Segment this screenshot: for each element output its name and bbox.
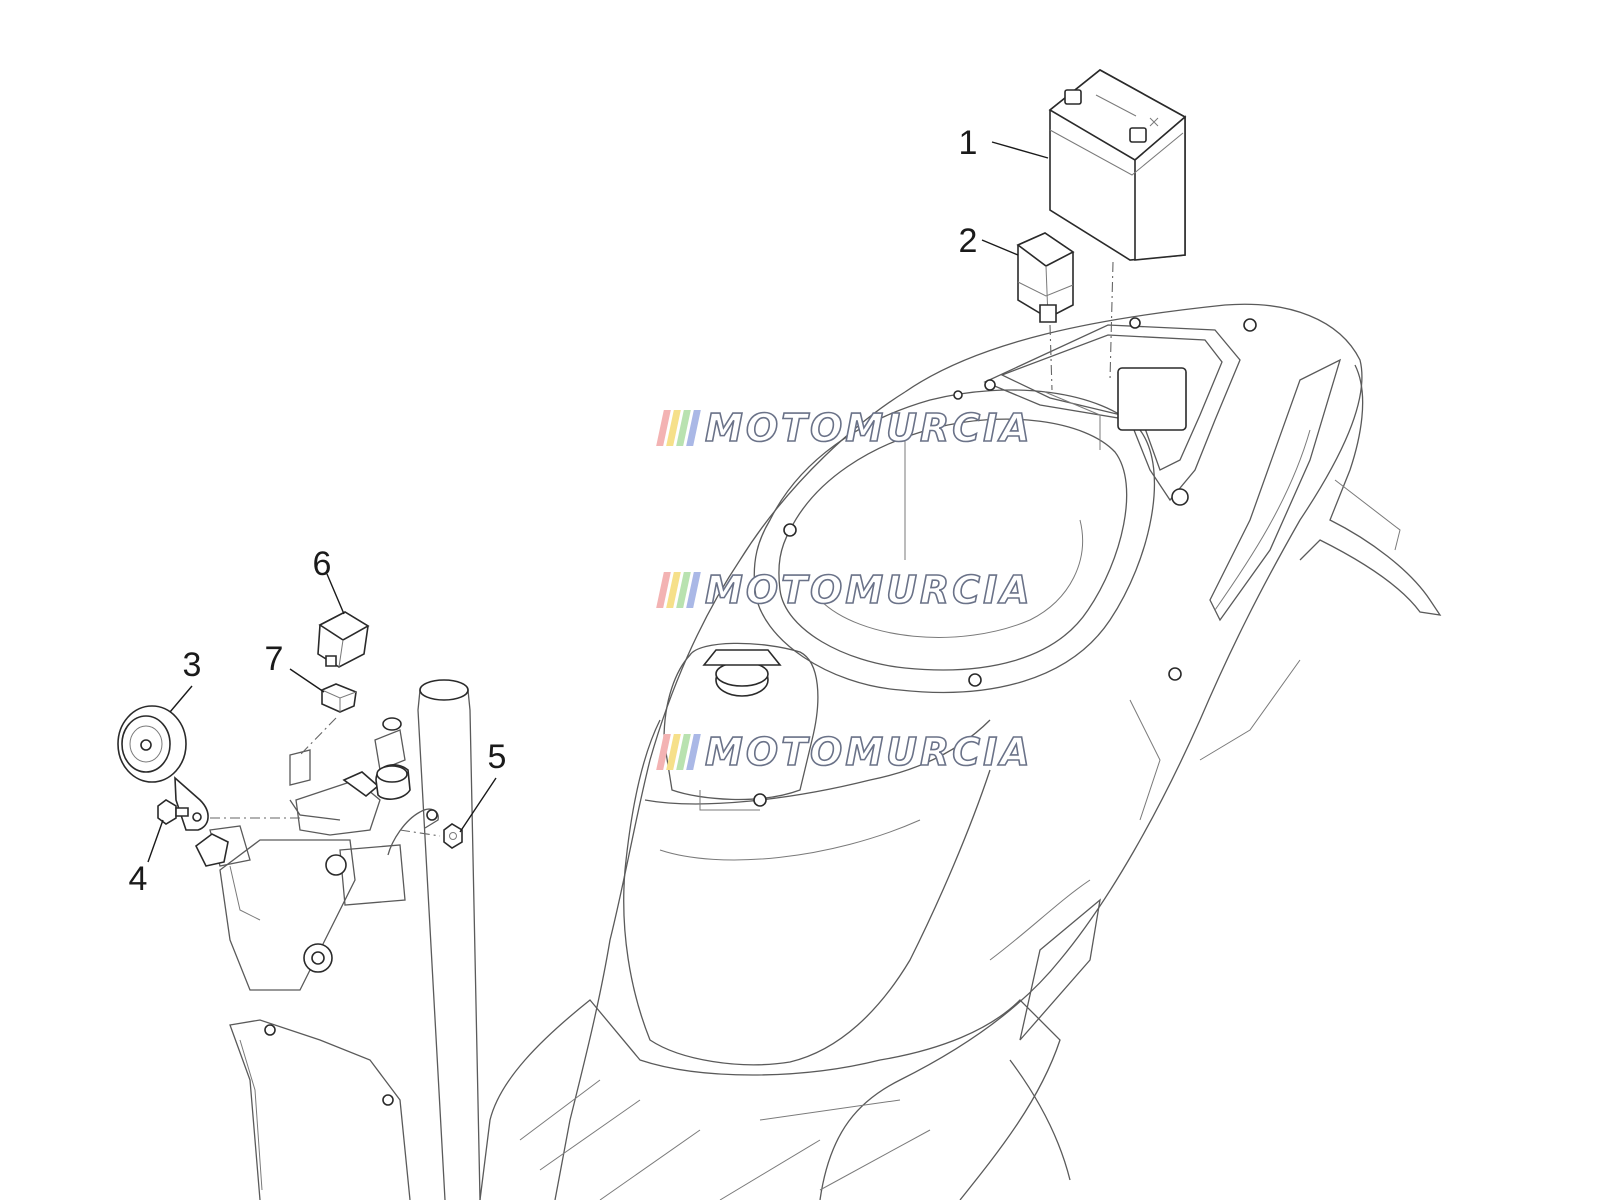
rubber-holder[interactable]: [321, 683, 357, 713]
watermark-text: MOTOMURCIA: [704, 567, 1033, 613]
watermark-text: MOTOMURCIA: [704, 405, 1033, 451]
watermark-top: MOTOMURCIA: [656, 405, 1033, 451]
callout-2: 2: [959, 222, 978, 260]
watermark-stripes: [656, 572, 701, 608]
watermark-middle: MOTOMURCIA: [656, 567, 1033, 613]
callout-4: 4: [129, 860, 148, 898]
callout-6: 6: [313, 545, 332, 583]
watermark-text: MOTOMURCIA: [704, 729, 1033, 775]
battery[interactable]: [1048, 69, 1187, 261]
relay[interactable]: [1016, 232, 1075, 323]
nut[interactable]: [443, 823, 463, 849]
watermark-bottom: MOTOMURCIA: [656, 729, 1033, 775]
callout-3: 3: [183, 646, 202, 684]
callout-5: 5: [488, 738, 507, 776]
callout-labels: 1 2 3 4 5 6 7: [129, 124, 978, 898]
flasher-unit[interactable]: [317, 611, 370, 668]
horn[interactable]: [117, 705, 209, 831]
scooter-frame: [194, 303, 1442, 1200]
callout-1: 1: [959, 124, 978, 162]
screw[interactable]: [157, 799, 189, 825]
callout-7: 7: [265, 640, 284, 678]
leader-lines: [147, 141, 1049, 863]
assembly-lines: [210, 261, 1114, 837]
watermark-stripes: [656, 410, 701, 446]
watermark-stripes: [656, 734, 701, 770]
